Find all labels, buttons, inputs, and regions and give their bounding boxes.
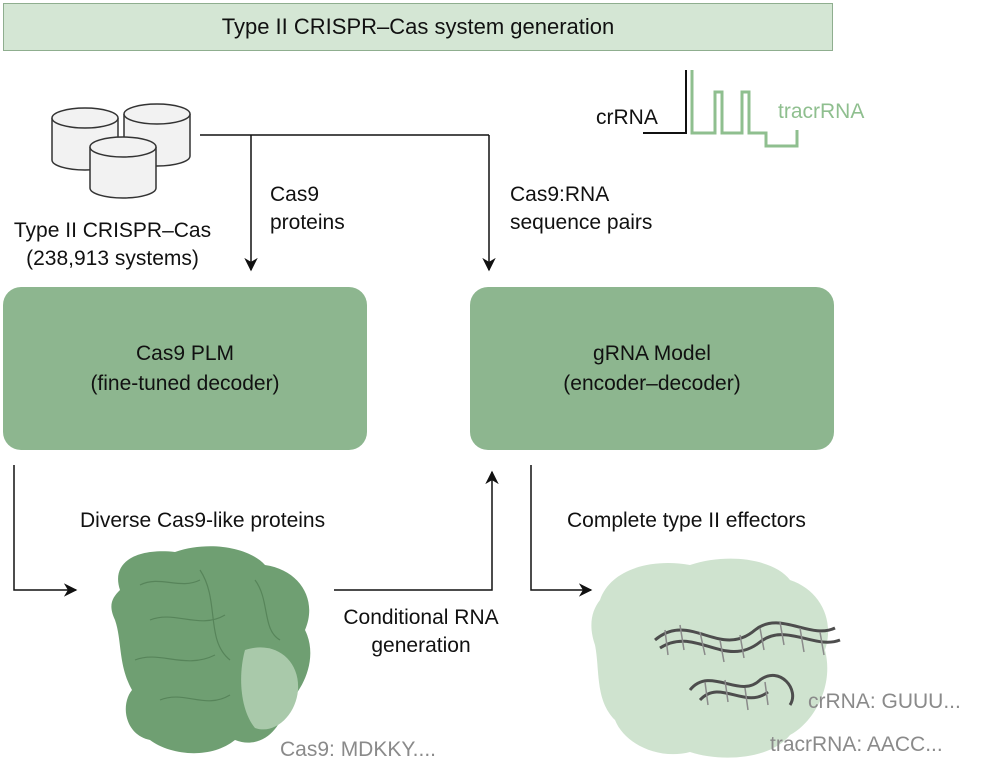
- crrna-line-icon: [643, 70, 687, 134]
- conditional-generation-label: Conditional RNA generation: [328, 604, 514, 660]
- cas9-sequence-label: Cas9: MDKKY....: [280, 738, 437, 761]
- tracrrna-line-icon: [690, 70, 799, 148]
- tracrrna-sequence-label: tracrRNA: AACC...: [770, 733, 943, 756]
- tracrrna-legend-label: tracrRNA: [778, 100, 865, 123]
- pairs-line1: Cas9:RNA: [510, 183, 610, 206]
- complete-effectors-label: Complete type II effectors: [567, 509, 806, 532]
- conditional-line2: generation: [371, 634, 471, 657]
- cas9-proteins-line1: Cas9: [270, 183, 320, 206]
- diagram-title: Type II CRISPR–Cas system generation: [221, 14, 615, 39]
- grna-model-box: gRNA Model (encoder–decoder): [470, 287, 834, 450]
- pairs-label: Cas9:RNA sequence pairs: [510, 181, 652, 237]
- conditional-line1: Conditional RNA: [343, 606, 499, 629]
- title-bar: Type II CRISPR–Cas system generation: [3, 3, 833, 51]
- diverse-proteins-label: Diverse Cas9-like proteins: [80, 509, 326, 532]
- crrna-legend-label: crRNA: [596, 106, 658, 129]
- effector-structure-icon: [591, 558, 841, 758]
- cas9-protein-structure-icon: [111, 546, 311, 754]
- grna-model-subtitle: (encoder–decoder): [563, 371, 741, 395]
- arrow-to-effector: [530, 465, 593, 597]
- database-label-line2: (238,913 systems): [26, 247, 199, 270]
- grna-model-title: gRNA Model: [593, 341, 711, 365]
- cas9-proteins-line2: proteins: [270, 211, 345, 234]
- database-label: Type II CRISPR–Cas (238,913 systems): [0, 217, 225, 273]
- cas9-plm-subtitle: (fine-tuned decoder): [90, 371, 280, 395]
- pairs-line2: sequence pairs: [510, 211, 653, 234]
- arrow-to-protein: [13, 465, 78, 597]
- database-label-line1: Type II CRISPR–Cas: [13, 219, 212, 242]
- database-icon: [51, 103, 191, 199]
- crrna-sequence-label: crRNA: GUUU...: [808, 690, 961, 713]
- cas9-plm-box: Cas9 PLM (fine-tuned decoder): [3, 287, 367, 450]
- cas9-plm-title: Cas9 PLM: [135, 341, 235, 365]
- cas9-proteins-label: Cas9 proteins: [270, 181, 345, 237]
- arrow-conditional: [334, 470, 499, 591]
